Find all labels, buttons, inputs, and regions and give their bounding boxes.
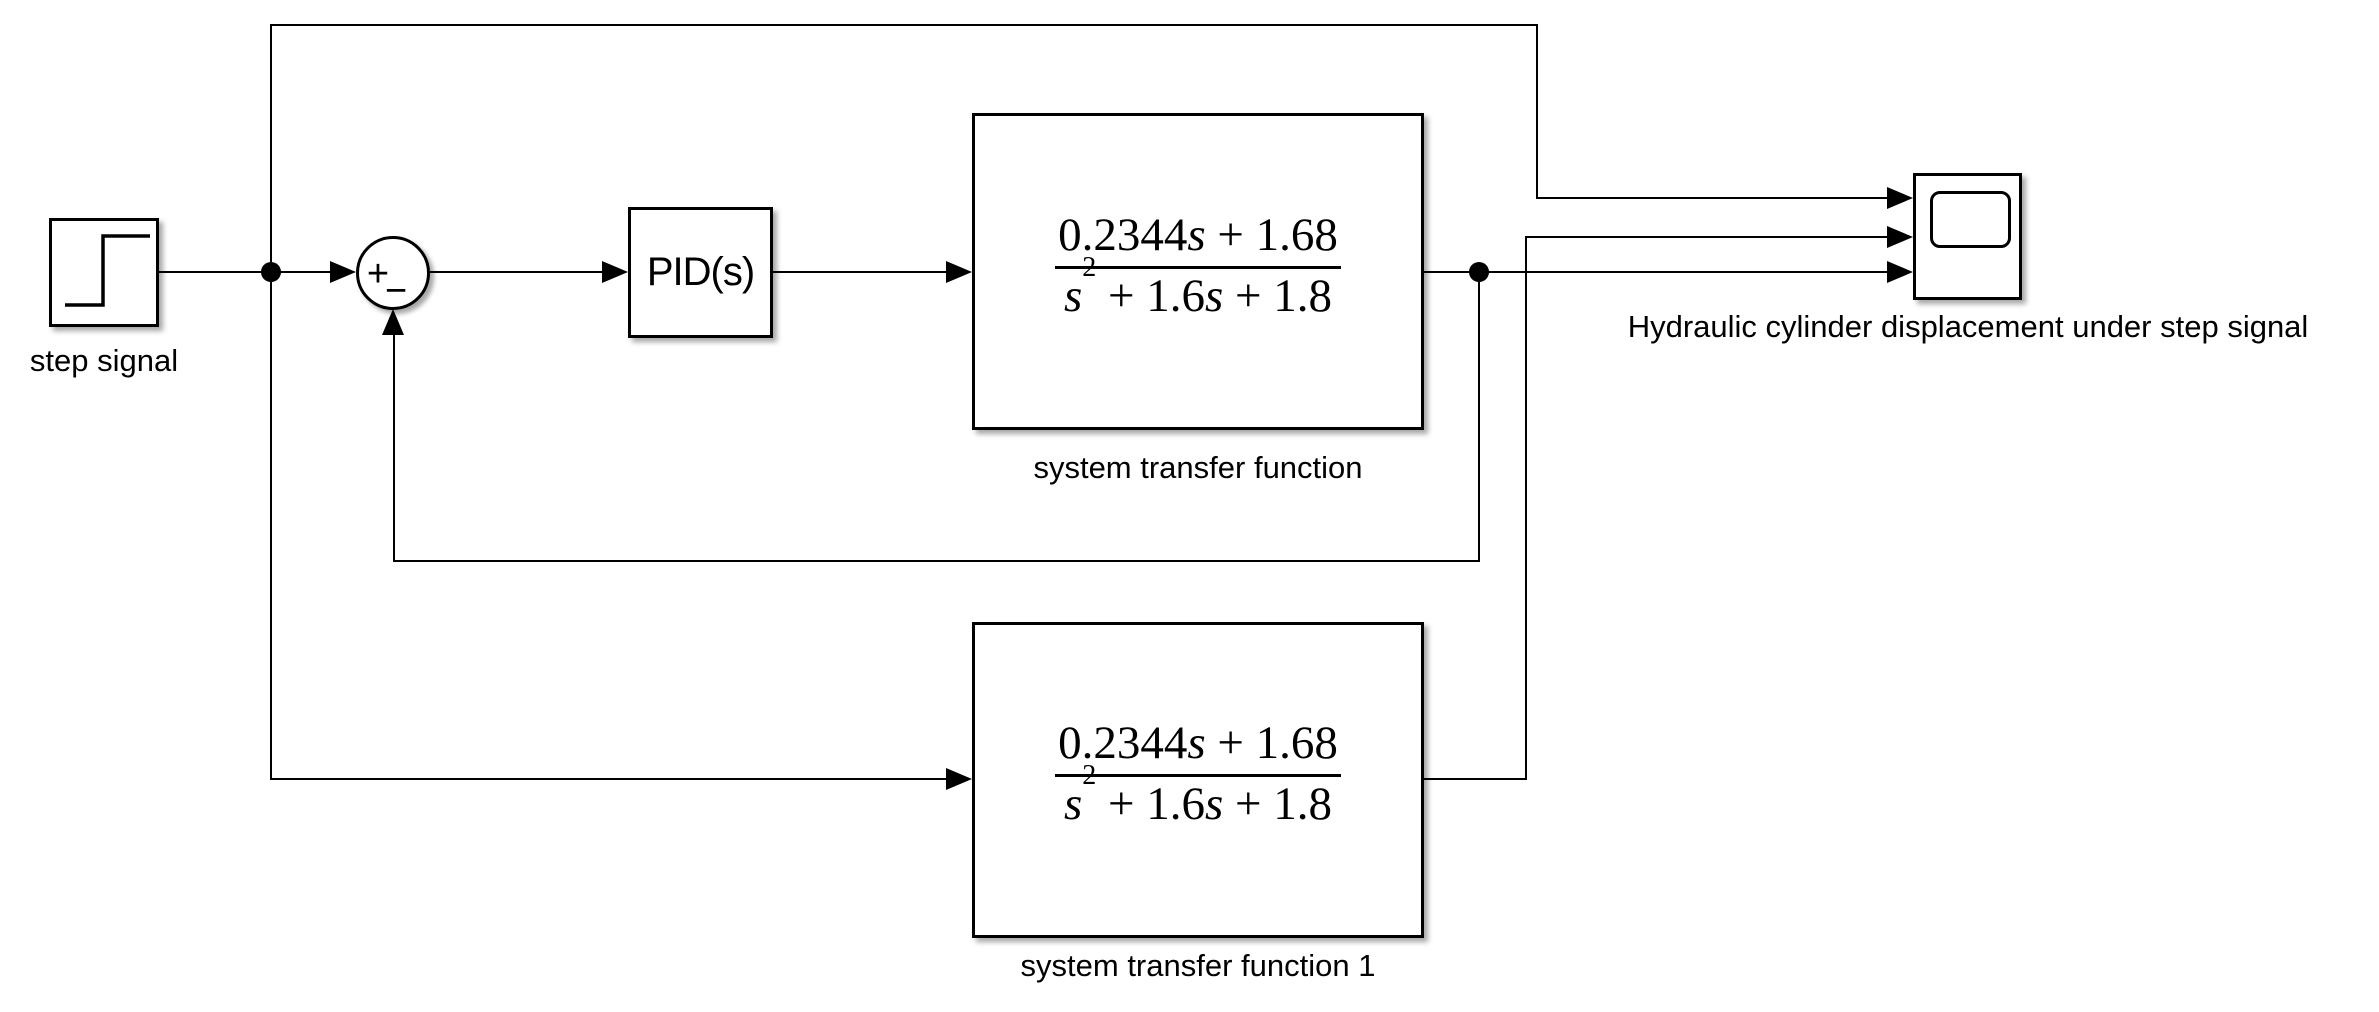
- wire-feedback-down[interactable]: [1478, 272, 1480, 562]
- arrowhead-into-sum: [330, 261, 356, 283]
- wire-feedback-across[interactable]: [394, 560, 1480, 562]
- transfer-function-block-1[interactable]: 0.2344s + 1.68 s2 + 1.6s + 1.8: [972, 113, 1424, 430]
- wire-tf2-out[interactable]: [1424, 778, 1527, 780]
- formula-denominator: s2 + 1.6s + 1.8: [1063, 251, 1333, 322]
- wire-top-rail[interactable]: [270, 24, 1538, 26]
- sum-plus-sign: +: [366, 253, 390, 295]
- step-signal-icon: [65, 234, 150, 307]
- branch-dot-tf1-output: [1469, 262, 1489, 282]
- wire-step-branch-up[interactable]: [270, 25, 272, 272]
- formula-numerator: 0.2344s + 1.68: [1058, 208, 1338, 261]
- arrowhead-into-pid: [602, 261, 628, 283]
- branch-dot-step: [261, 262, 281, 282]
- pid-controller-block[interactable]: PID(s): [628, 207, 773, 338]
- transfer-function-block-2[interactable]: 0.2344s + 1.68 s2 + 1.6s + 1.8: [972, 622, 1424, 938]
- wire-top-rail-down[interactable]: [1536, 24, 1538, 199]
- formula-numerator: 0.2344s + 1.68: [1058, 717, 1338, 770]
- transfer-function-formula: 0.2344s + 1.68 s2 + 1.6s + 1.8: [1055, 718, 1341, 830]
- wire-tf2-up[interactable]: [1525, 236, 1527, 780]
- pid-block-text: PID(s): [646, 250, 755, 294]
- wire-into-scope-port1[interactable]: [1536, 197, 1887, 199]
- sum-block[interactable]: + −: [356, 236, 430, 310]
- arrowhead-into-sum-bottom: [382, 309, 404, 335]
- wire-into-scope-port2[interactable]: [1525, 236, 1887, 238]
- arrowhead-into-tf2: [946, 768, 972, 790]
- transfer-function-2-label[interactable]: system transfer function 1: [1020, 948, 1376, 983]
- fraction-bar: [1055, 265, 1341, 269]
- step-block[interactable]: [49, 218, 159, 327]
- arrowhead-scope-port3: [1887, 261, 1913, 283]
- wire-sum-to-pid[interactable]: [430, 271, 602, 273]
- arrowhead-scope-port1: [1887, 187, 1913, 209]
- scope-block-label[interactable]: Hydraulic cylinder displacement under st…: [1627, 309, 2309, 344]
- step-block-label[interactable]: step signal: [29, 343, 179, 378]
- wire-pid-to-tf1[interactable]: [773, 271, 946, 273]
- scope-block[interactable]: [1913, 173, 2022, 300]
- arrowhead-into-tf1: [946, 261, 972, 283]
- wire-step-branch-down[interactable]: [270, 272, 272, 780]
- fraction-bar: [1055, 774, 1341, 777]
- sum-minus-sign: −: [384, 270, 408, 312]
- formula-denominator: s2 + 1.6s + 1.8: [1063, 760, 1333, 830]
- wire-step-to-sum[interactable]: [159, 271, 331, 273]
- scope-screen-icon: [1930, 191, 2011, 248]
- wire-into-tf2[interactable]: [270, 778, 946, 780]
- wire-feedback-up[interactable]: [393, 333, 395, 562]
- arrowhead-scope-port2: [1887, 226, 1913, 248]
- wire-tf1-to-scope[interactable]: [1424, 271, 1887, 273]
- transfer-function-formula: 0.2344s + 1.68 s2 + 1.6s + 1.8: [1055, 208, 1341, 322]
- transfer-function-1-label[interactable]: system transfer function: [1033, 450, 1363, 485]
